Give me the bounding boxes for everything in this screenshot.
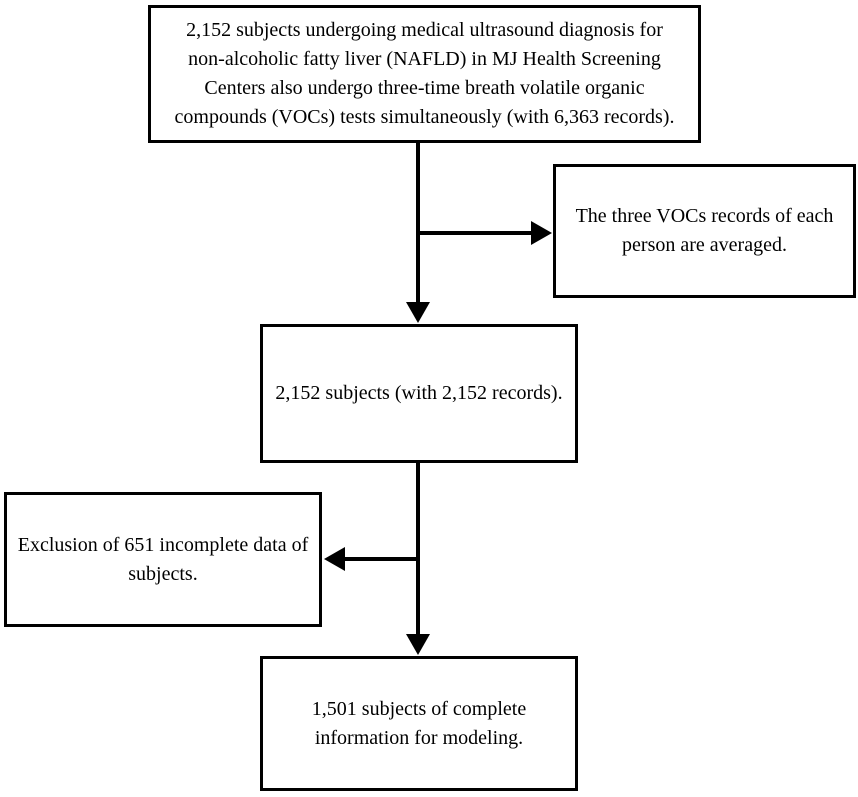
flow-box-cohort: 2,152 subjects undergoing medical ultras… bbox=[148, 5, 701, 143]
flow-box-subjects-text: 2,152 subjects (with 2,152 records). bbox=[275, 382, 563, 404]
flow-box-cohort-text: 2,152 subjects undergoing medical ultras… bbox=[174, 19, 675, 128]
flow-box-modeling-text: 1,501 subjects of complete information f… bbox=[311, 697, 527, 749]
flow-box-exclusion: Exclusion of 651 incomplete data of subj… bbox=[4, 492, 322, 627]
arrowhead-down-to-modeling-icon bbox=[406, 634, 430, 655]
flow-box-subjects: 2,152 subjects (with 2,152 records). bbox=[260, 324, 578, 463]
flow-box-averaged: The three VOCs records of each person ar… bbox=[553, 164, 856, 298]
flow-box-averaged-text: The three VOCs records of each person ar… bbox=[575, 205, 834, 256]
arrowhead-down-to-subjects-icon bbox=[406, 302, 430, 323]
arrowhead-right-to-averaged-icon bbox=[531, 221, 552, 245]
flow-box-modeling: 1,501 subjects of complete information f… bbox=[260, 656, 578, 791]
flow-box-exclusion-text: Exclusion of 651 incomplete data of subj… bbox=[17, 533, 309, 585]
arrowhead-left-to-exclusion-icon bbox=[324, 547, 345, 571]
